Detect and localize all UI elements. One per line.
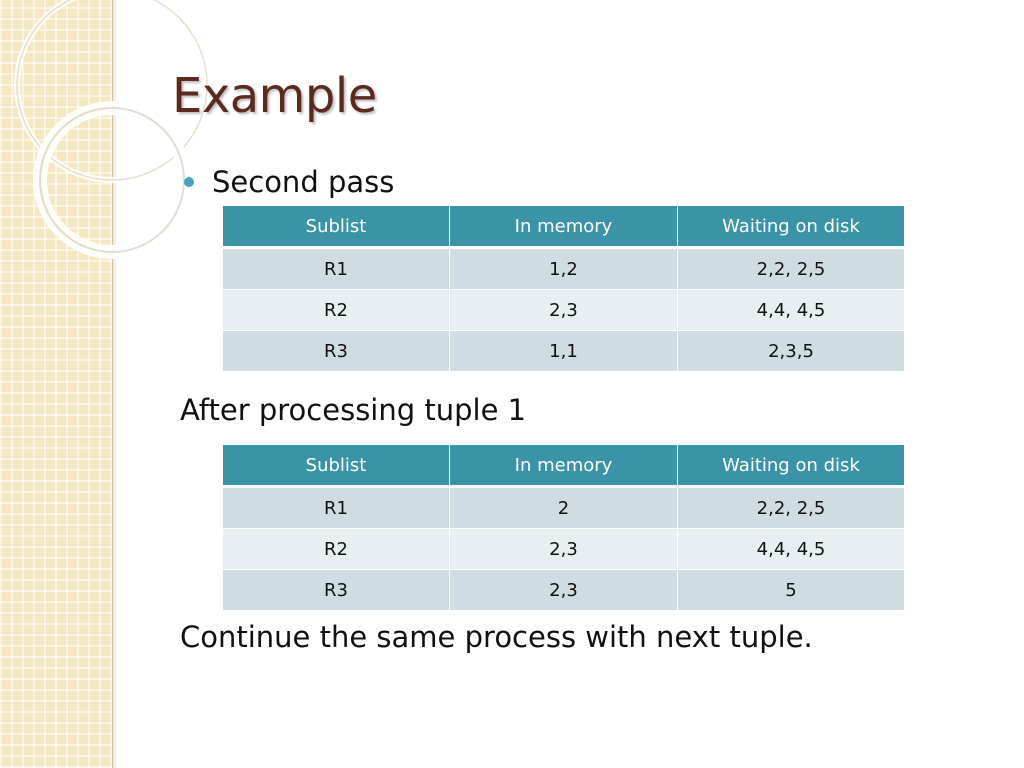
table-cell: R3 <box>222 330 450 372</box>
bullet-item: Second pass <box>184 165 394 199</box>
table-row: R2 2,3 4,4, 4,5 <box>222 528 905 570</box>
bullet-dot-icon <box>184 177 194 187</box>
table-cell: 5 <box>677 569 905 611</box>
table-row: R1 2 2,2, 2,5 <box>222 486 905 529</box>
table-cell: 4,4, 4,5 <box>677 528 905 570</box>
decorative-side-strip <box>0 0 113 768</box>
table-cell: R3 <box>222 569 450 611</box>
table-cell: 2,3,5 <box>677 330 905 372</box>
after-processing-text: After processing tuple 1 <box>180 393 527 427</box>
table-cell: 2,2, 2,5 <box>677 486 905 529</box>
second-pass-table: Sublist In memory Waiting on disk R1 1,2… <box>222 205 905 372</box>
table-cell: R1 <box>222 247 450 290</box>
table-cell: 2,3 <box>449 289 678 331</box>
column-header-waiting-on-disk: Waiting on disk <box>677 205 905 249</box>
column-header-in-memory: In memory <box>449 444 678 488</box>
table-cell: 2 <box>449 486 678 529</box>
after-processing-table: Sublist In memory Waiting on disk R1 2 2… <box>222 444 905 611</box>
column-header-in-memory: In memory <box>449 205 678 249</box>
table-row: R2 2,3 4,4, 4,5 <box>222 289 905 331</box>
table-row: R3 2,3 5 <box>222 569 905 611</box>
table-cell: 1,2 <box>449 247 678 290</box>
slide-title: Example <box>172 68 377 124</box>
table-cell: 2,3 <box>449 569 678 611</box>
table-header-row: Sublist In memory Waiting on disk <box>222 205 905 249</box>
column-header-sublist: Sublist <box>222 444 450 488</box>
table-cell: 2,3 <box>449 528 678 570</box>
table-cell: R1 <box>222 486 450 529</box>
table-header-row: Sublist In memory Waiting on disk <box>222 444 905 488</box>
table-cell: R2 <box>222 528 450 570</box>
table-cell: 4,4, 4,5 <box>677 289 905 331</box>
table-cell: 2,2, 2,5 <box>677 247 905 290</box>
table-cell: R2 <box>222 289 450 331</box>
table-row: R3 1,1 2,3,5 <box>222 330 905 372</box>
column-header-sublist: Sublist <box>222 205 450 249</box>
side-strip-shadow <box>112 0 118 768</box>
continue-text: Continue the same process with next tupl… <box>180 620 813 654</box>
table-cell: 1,1 <box>449 330 678 372</box>
bullet-text: Second pass <box>212 165 395 199</box>
column-header-waiting-on-disk: Waiting on disk <box>677 444 905 488</box>
table-row: R1 1,2 2,2, 2,5 <box>222 247 905 290</box>
